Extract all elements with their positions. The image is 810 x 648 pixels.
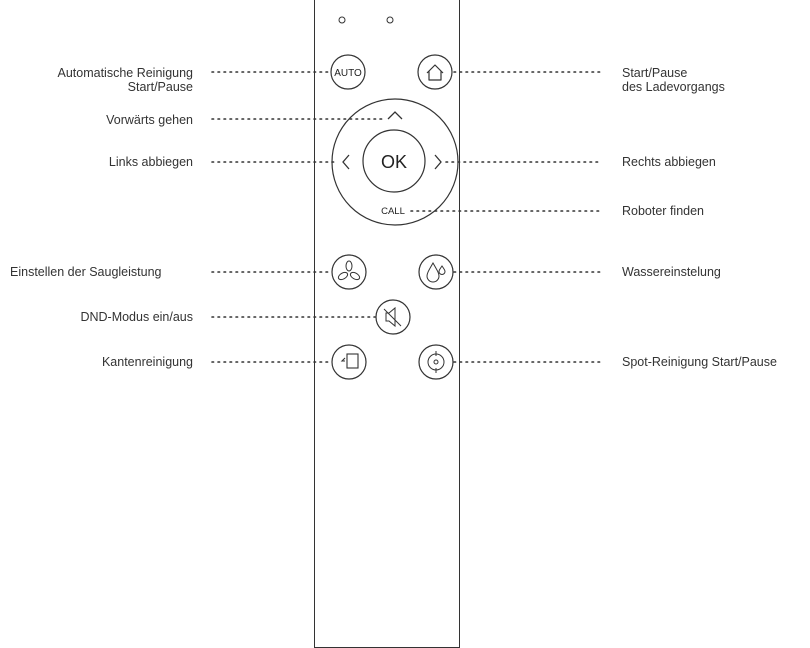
- home-button[interactable]: [417, 54, 453, 90]
- label-spot-clean: Spot-Reinigung Start/Pause: [622, 355, 777, 369]
- label-auto-clean-line1: Automatische Reinigung: [57, 66, 194, 80]
- up-arrow-icon[interactable]: [387, 111, 403, 120]
- ok-button-label: OK: [381, 152, 407, 172]
- left-arrow-icon[interactable]: [342, 154, 350, 170]
- mute-icon: [383, 306, 402, 328]
- label-edge-clean: Kantenreinigung: [101, 355, 193, 369]
- water-drop-icon: [426, 261, 446, 283]
- auto-button-label: AUTO: [334, 68, 362, 79]
- label-charging-line1: Start/Pause: [622, 66, 688, 80]
- label-charging: Start/Pause des Ladevorgangs: [622, 66, 725, 94]
- label-suction: Einstellen der Saugleistung: [10, 265, 162, 279]
- auto-button[interactable]: AUTO: [330, 54, 366, 90]
- label-auto-clean: Automatische Reinigung Start/Pause: [10, 66, 194, 94]
- label-auto-clean-line2: Start/Pause: [127, 80, 193, 94]
- label-water: Wassereinstelung: [622, 265, 721, 279]
- spot-clean-button[interactable]: [418, 344, 454, 380]
- label-dnd: DND-Modus ein/aus: [80, 310, 193, 324]
- water-button[interactable]: [418, 254, 454, 290]
- indicator-led-left: [338, 16, 346, 24]
- suction-button[interactable]: [331, 254, 367, 290]
- indicator-led-right: [386, 16, 394, 24]
- spot-target-icon: [427, 351, 445, 373]
- label-turn-right: Rechts abbiegen: [622, 155, 716, 169]
- label-find-robot: Roboter finden: [622, 204, 705, 218]
- edge-clean-button[interactable]: [331, 344, 367, 380]
- edge-clean-icon: [340, 353, 359, 369]
- fan-icon: [337, 260, 361, 281]
- label-forward: Vorwärts gehen: [106, 113, 193, 127]
- label-turn-left: Links abbiegen: [108, 155, 193, 169]
- call-button-label[interactable]: CALL: [381, 206, 405, 217]
- right-arrow-icon[interactable]: [434, 154, 442, 170]
- dnd-button[interactable]: [375, 299, 411, 335]
- label-charging-line2: des Ladevorgangs: [622, 80, 725, 94]
- ok-button[interactable]: OK: [362, 129, 426, 193]
- home-icon: [426, 64, 444, 81]
